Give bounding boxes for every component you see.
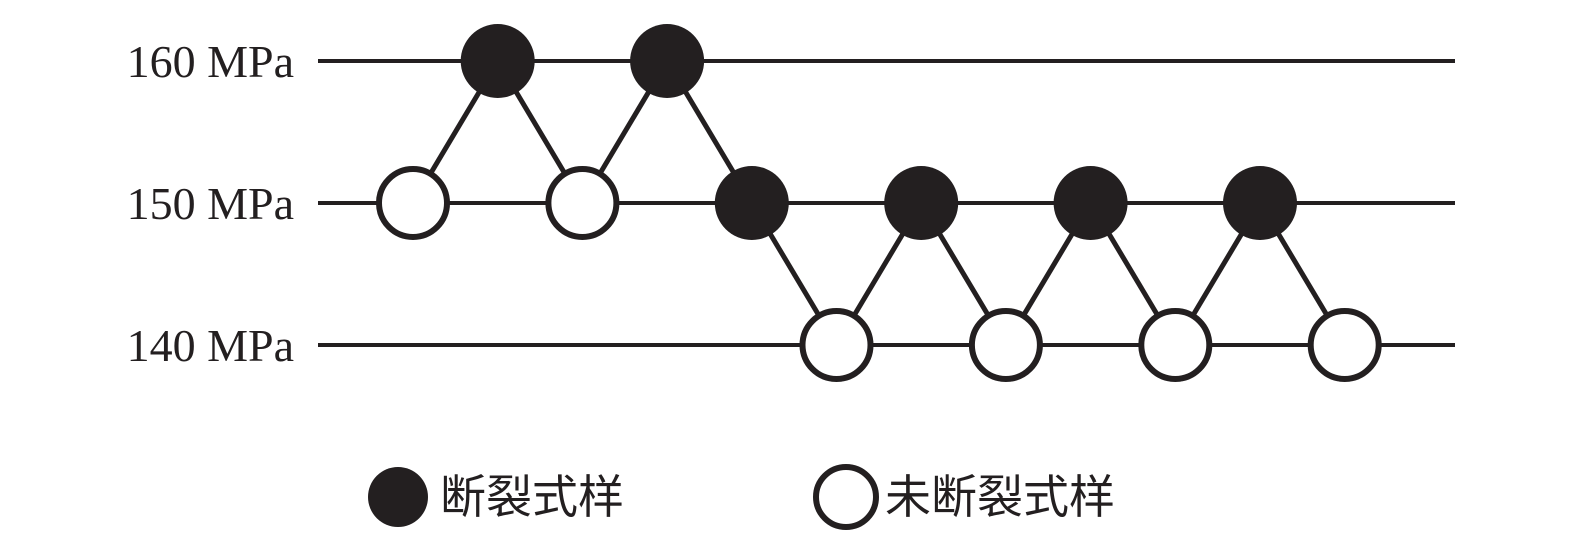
unfractured-specimen-point <box>545 166 620 240</box>
fractured-specimen-point <box>714 166 789 240</box>
fractured-specimen-point <box>1053 166 1128 240</box>
fractured-specimen-point <box>1223 166 1297 240</box>
y-tick-label: 160 MPa <box>127 36 294 87</box>
unfractured-specimen-point <box>1138 308 1213 382</box>
legend-open-marker <box>813 464 879 530</box>
unfractured-specimen-point <box>799 308 874 382</box>
unfractured-specimen-point <box>376 166 450 240</box>
unfractured-specimen-point <box>1307 308 1382 382</box>
legend-filled-label: 断裂式样 <box>440 472 624 523</box>
fractured-specimen-point <box>630 24 705 98</box>
fractured-specimen-point <box>460 24 535 98</box>
unfractured-specimen-point <box>968 308 1043 382</box>
y-tick-label: 150 MPa <box>127 178 294 229</box>
legend-filled-marker <box>368 467 428 527</box>
y-tick-label: 140 MPa <box>127 320 294 371</box>
legend-open-label: 未断裂式样 <box>885 472 1115 523</box>
fractured-specimen-point <box>884 166 959 240</box>
